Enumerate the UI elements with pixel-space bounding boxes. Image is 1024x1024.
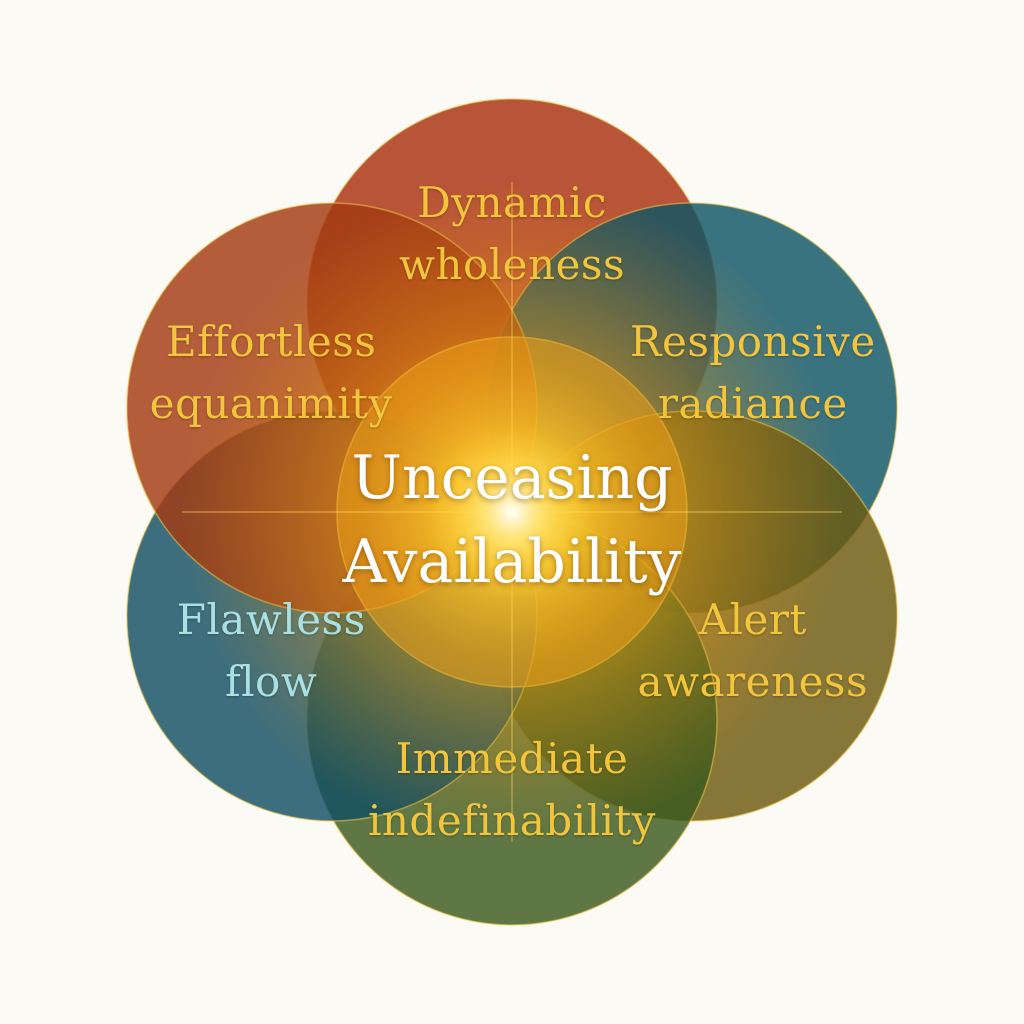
petal-label-alert-awareness-line-1: Alert [698, 595, 807, 644]
petal-label-responsive-radiance-line-1: Responsive [629, 317, 876, 366]
center-label-line-1: Unceasing [351, 443, 673, 513]
petal-label-immediate-indefinability: Immediate indefinability [368, 728, 656, 852]
petal-label-effortless-equanimity-line-1: Effortless [165, 317, 377, 366]
center-label-line-2: Availability [342, 527, 682, 597]
petal-label-flawless-flow: Flawless flow [177, 589, 366, 713]
petal-label-alert-awareness-line-2: awareness [637, 657, 869, 706]
petal-label-immediate-indefinability-line-2: indefinability [367, 796, 657, 845]
petal-label-flawless-flow-line-1: Flawless [176, 595, 366, 644]
petal-label-effortless-equanimity: Effortless equanimity [150, 311, 393, 435]
petal-label-immediate-indefinability-line-1: Immediate [395, 734, 629, 783]
petal-label-alert-awareness: Alert awareness [638, 589, 868, 713]
petal-label-effortless-equanimity-line-2: equanimity [149, 379, 393, 428]
petal-label-responsive-radiance-line-2: radiance [657, 379, 848, 428]
petal-label-dynamic-wholeness: Dynamic wholeness [399, 172, 625, 296]
petal-label-dynamic-wholeness-line-1: Dynamic [417, 178, 607, 227]
petal-label-dynamic-wholeness-line-2: wholeness [398, 240, 626, 289]
center-label: Unceasing Availability [343, 436, 682, 604]
petal-label-responsive-radiance: Responsive radiance [630, 311, 876, 435]
center-core-glow [422, 422, 602, 602]
petal-label-flawless-flow-line-2: flow [225, 657, 318, 706]
